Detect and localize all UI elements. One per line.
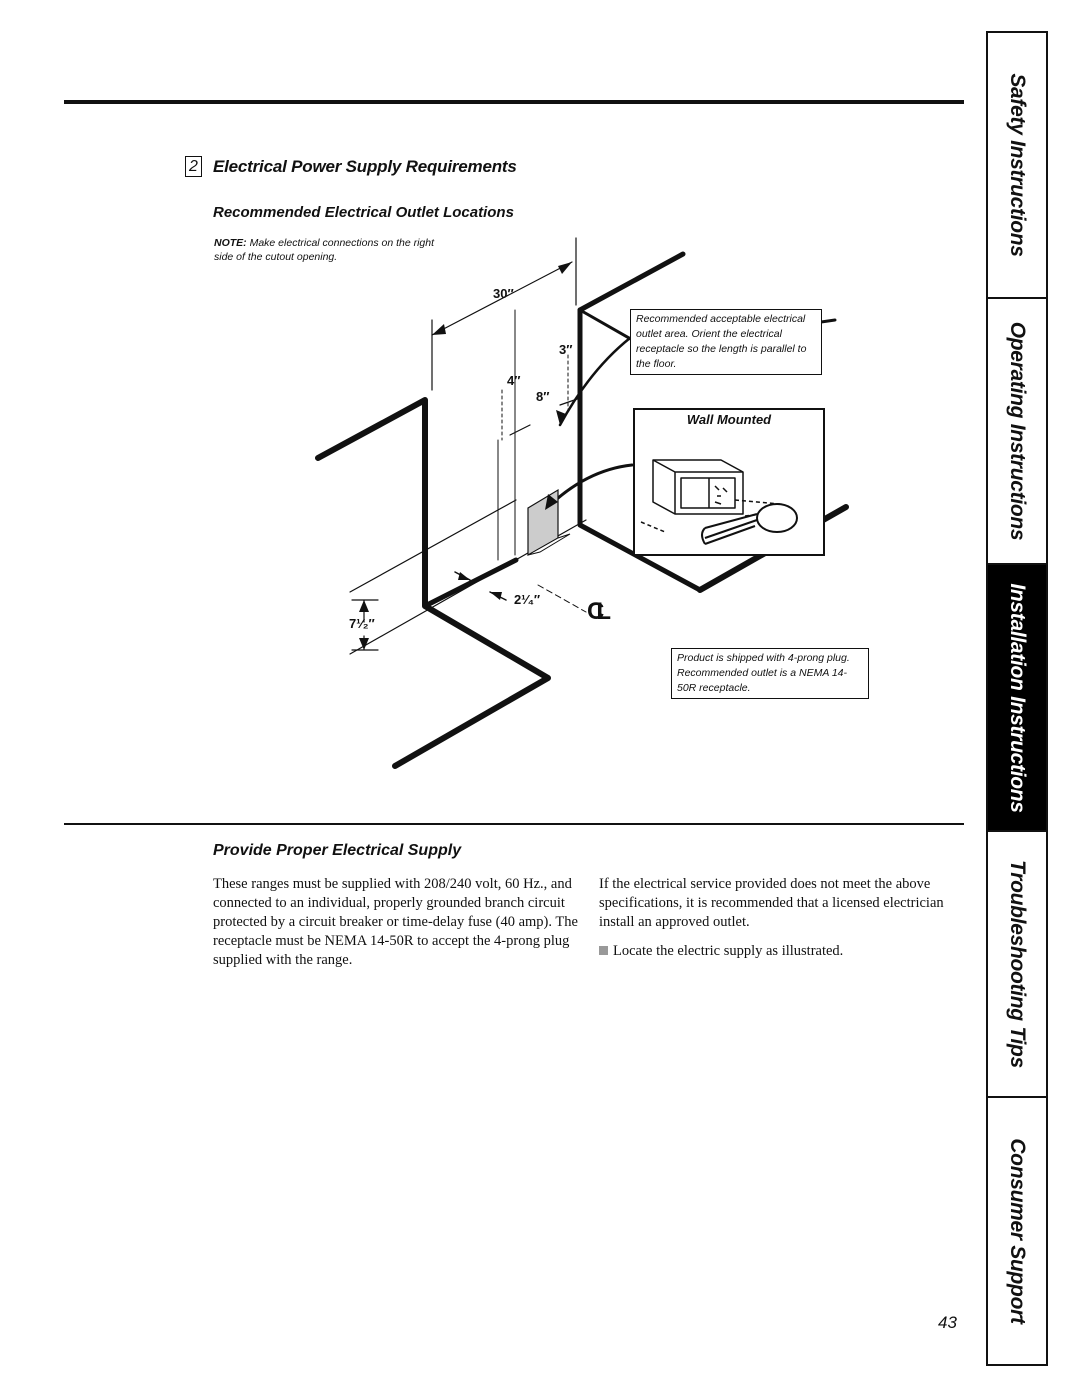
right-cabinet-front: [577, 307, 703, 593]
dim-30-line: [431, 261, 573, 336]
side-tab-strip: Safety Instructions Operating Instructio…: [986, 31, 1048, 1366]
centerline-symbol: CL: [587, 598, 611, 625]
tab-operating-instructions[interactable]: Operating Instructions: [988, 299, 1046, 565]
middle-rule: [64, 823, 964, 825]
floor-thin-1: [349, 499, 517, 593]
tab-troubleshooting-tips[interactable]: Troubleshooting Tips: [988, 832, 1046, 1098]
subsection-title: Recommended Electrical Outlet Locations: [213, 204, 514, 221]
tab-safety-instructions[interactable]: Safety Instructions: [988, 33, 1046, 299]
product-shipped-callout: Product is shipped with 4-prong plug. Re…: [671, 648, 869, 699]
tab-label: Installation Instructions: [1006, 582, 1029, 813]
dim-4: 4″: [507, 373, 521, 388]
section-title: Electrical Power Supply Requirements: [213, 157, 517, 176]
floor-back-edge: [422, 557, 519, 609]
tab-label: Consumer Support: [1006, 1138, 1029, 1324]
supply-right-column: If the electrical service provided does …: [599, 875, 964, 961]
dim-7-1-2: 7¹⁄₂″: [349, 616, 375, 631]
note-text: Make electrical connections on the right…: [214, 237, 435, 263]
dim-8: 8″: [536, 389, 550, 404]
dim-2-1-4: 2¹⁄₄″: [514, 592, 541, 607]
dim-30: 30″: [493, 286, 514, 301]
tab-consumer-support[interactable]: Consumer Support: [988, 1098, 1046, 1364]
tab-installation-instructions[interactable]: Installation Instructions: [988, 565, 1046, 832]
tab-label: Operating Instructions: [1006, 321, 1029, 541]
tab-label: Safety Instructions: [1006, 73, 1029, 257]
receptacle-illustration: [640, 459, 798, 545]
supply-heading: Provide Proper Electrical Supply: [213, 842, 462, 859]
wall-mounted-inset: Wall Mounted: [633, 408, 825, 556]
supply-right-paragraph: If the electrical service provided does …: [599, 876, 944, 930]
note-prefix: NOTE:: [214, 237, 247, 249]
recommended-area-callout: Recommended acceptable electrical outlet…: [630, 309, 822, 375]
page-number: 43: [938, 1313, 957, 1332]
supply-bullet-text: Locate the electric supply as illustrate…: [613, 943, 844, 959]
left-wall-edge: [315, 397, 551, 769]
right-cabinet-edge: [577, 251, 686, 313]
dim-3: 3″: [559, 342, 573, 357]
supply-bullet: Locate the electric supply as illustrate…: [599, 942, 964, 961]
supply-left-paragraph: These ranges must be supplied with 208/2…: [213, 876, 578, 968]
top-rule: [64, 100, 964, 104]
wall-mounted-label: Wall Mounted: [686, 412, 772, 427]
step-number-box: 2: [185, 156, 202, 177]
bullet-square-icon: [599, 946, 608, 955]
callout-arrow-1: [558, 336, 632, 427]
tab-label: Troubleshooting Tips: [1006, 860, 1029, 1068]
note: NOTE: Make electrical connections on the…: [214, 236, 454, 264]
